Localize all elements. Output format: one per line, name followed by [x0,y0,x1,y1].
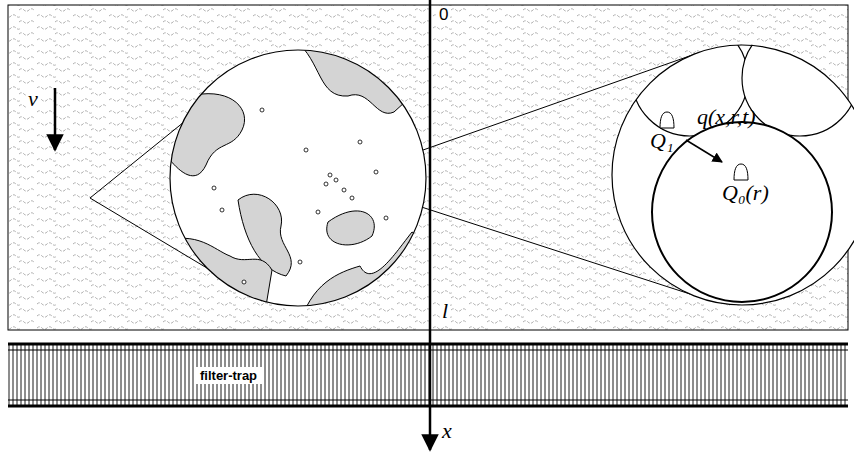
x-axis [429,0,432,450]
soil-layer [8,5,848,330]
velocity-arrow [54,88,57,150]
velocity-label: v [26,88,40,110]
source-symbol: Q₁ [650,130,674,152]
layer-depth: l [440,300,450,322]
filter-band-region: filter-trap [8,350,848,400]
filter-band [8,344,848,406]
band-label: filter-trap [194,367,263,384]
axis-label: x [442,420,452,442]
pore-structure-circle [150,30,440,330]
grain-circle [612,20,854,305]
sink-symbol: Q₀(r) [722,182,769,204]
axis-origin: 0 [437,6,450,23]
flux-arrow [686,140,722,162]
flux-label: q(x,r,t) [697,106,756,128]
